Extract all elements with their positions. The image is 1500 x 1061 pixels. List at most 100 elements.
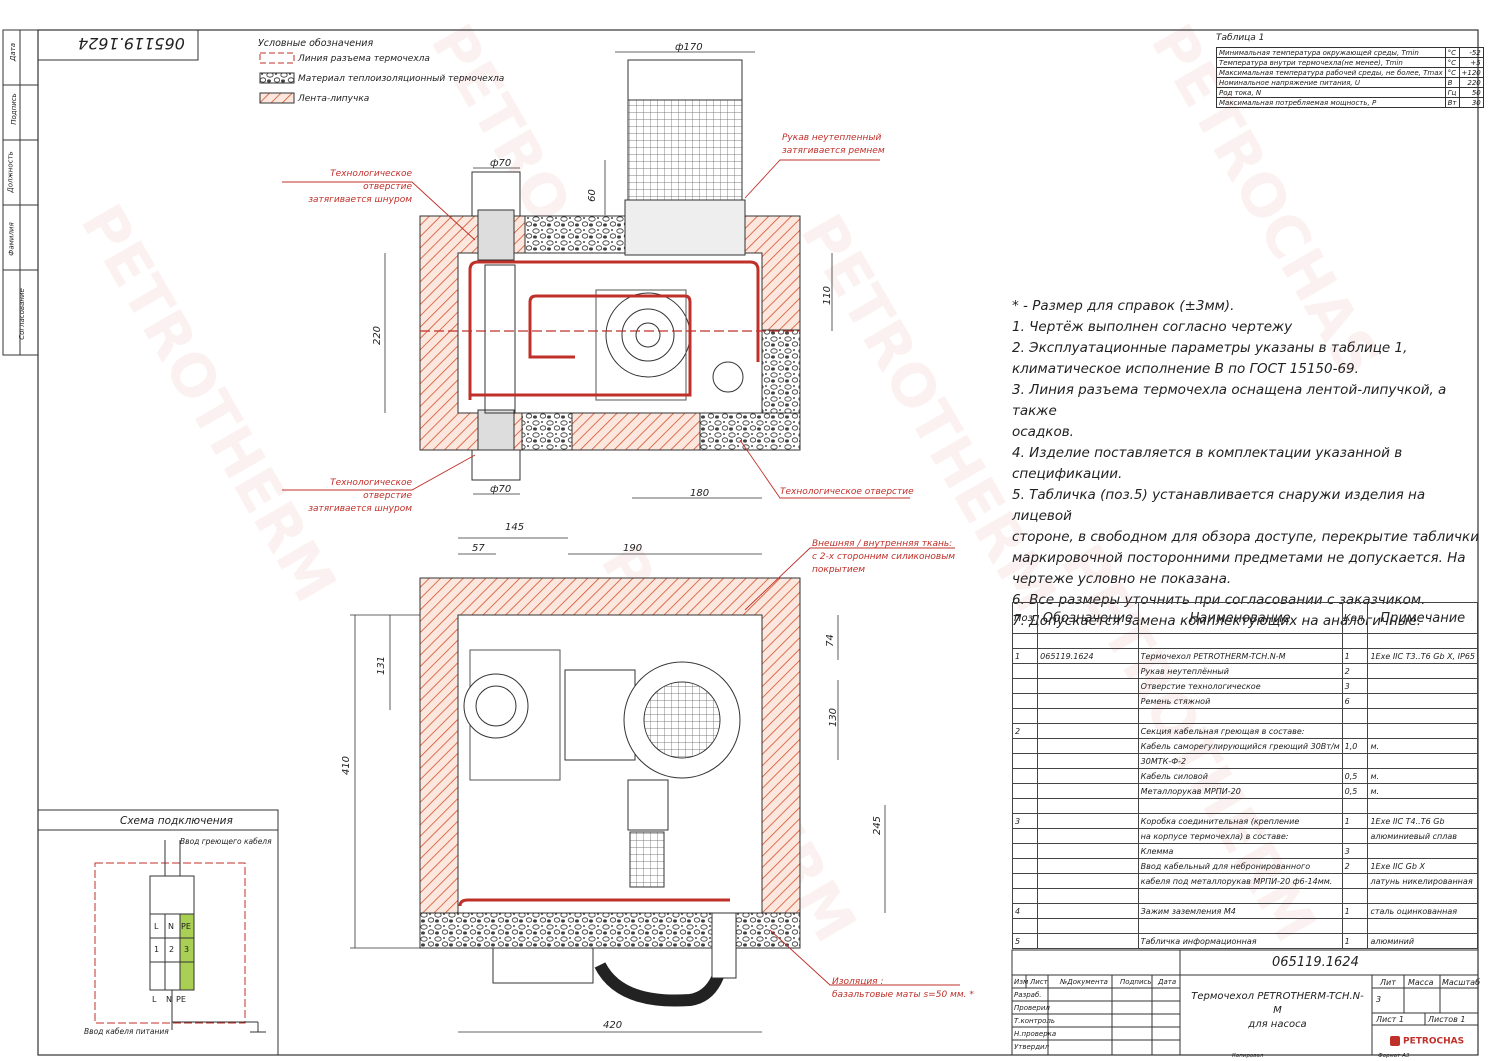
wiring-bottom-l: L bbox=[152, 995, 157, 1004]
spec-cell bbox=[1367, 708, 1478, 724]
spec-cell: Клемма bbox=[1137, 843, 1343, 859]
sheet-frame bbox=[37, 29, 1479, 1056]
dim-131: 131 bbox=[376, 655, 388, 676]
dim-130: 130 bbox=[828, 707, 840, 728]
spec-cell: 1,0 bbox=[1341, 738, 1369, 754]
spec-cell bbox=[1037, 888, 1139, 904]
tb-sheets: Листов 1 bbox=[1428, 1015, 1466, 1024]
callout-tech-hole-3: Технологическое отверстие bbox=[780, 487, 914, 497]
spec-cell bbox=[1367, 753, 1478, 769]
table1-cell: 220 bbox=[1458, 77, 1484, 88]
spec-cell: 1 bbox=[1341, 813, 1369, 829]
strip-surname: Фамилия bbox=[7, 222, 16, 256]
logo-icon bbox=[1390, 1036, 1400, 1046]
table-row: Температура внутри термочехла(не менее),… bbox=[1216, 57, 1484, 68]
spec-cell bbox=[1341, 828, 1369, 844]
tb-col-date: Дата bbox=[1158, 978, 1177, 986]
legend-title: Условные обозначения bbox=[258, 38, 374, 49]
spec-cell: Кабель саморегулирующийся греющий 30Вт/м bbox=[1137, 738, 1343, 754]
legend-velcro: Лента-липучка bbox=[298, 94, 370, 104]
spec-cell bbox=[1011, 633, 1039, 649]
callout-hose-line2: затягивается ремнем bbox=[782, 146, 885, 156]
table1-cell: Температура внутри термочехла(не менее),… bbox=[1216, 57, 1446, 68]
table1-cell: +5 bbox=[1458, 57, 1484, 68]
wiring-top-l: L bbox=[154, 922, 159, 931]
tb-role-checked: Проверил bbox=[1014, 1004, 1050, 1012]
table1-cell: Номинальное напряжение питания, U bbox=[1216, 77, 1446, 88]
table1-cell: °C bbox=[1444, 47, 1460, 58]
spec-cell bbox=[1367, 693, 1478, 709]
spec-cell bbox=[1011, 738, 1039, 754]
spec-cell: Зажим заземления М4 bbox=[1137, 903, 1343, 919]
dim-220: 220 bbox=[372, 325, 384, 346]
title-block-grid bbox=[1011, 949, 1479, 1056]
spec-cell: 2 bbox=[1341, 663, 1369, 679]
spec-cell bbox=[1037, 858, 1139, 874]
spec-cell bbox=[1367, 678, 1478, 694]
table1-cell: Вт bbox=[1444, 97, 1460, 108]
callout-insulation: Изоляция : базальтовые маты s=50 мм. * bbox=[832, 976, 974, 1002]
tb-col-list: Лист bbox=[1030, 978, 1048, 986]
spec-cell: 3 bbox=[1011, 813, 1039, 829]
spec-cell bbox=[1341, 723, 1369, 739]
table1-cell: Гц bbox=[1444, 87, 1460, 98]
dim-145: 145 bbox=[505, 522, 525, 533]
spec-cell: алюминий bbox=[1367, 933, 1478, 949]
callout-tech-hole-1-line1: Технологическое отверстие bbox=[330, 169, 412, 192]
table1-cell: В bbox=[1444, 77, 1460, 88]
strip-approval: Согласование bbox=[17, 288, 26, 340]
spec-cell: 1 bbox=[1341, 903, 1369, 919]
tb-mass: Масса bbox=[1408, 978, 1434, 987]
table-row: Максимальная температура рабочей среды, … bbox=[1216, 67, 1484, 78]
spec-cell bbox=[1367, 843, 1478, 859]
svg-text:PETROTHERM: PETROTHERM bbox=[68, 193, 350, 613]
logo: PETROCHAS bbox=[1390, 1036, 1464, 1047]
spec-cell: 2 bbox=[1341, 858, 1369, 874]
wiring-top-n: N bbox=[168, 922, 174, 931]
spec-cell bbox=[1037, 723, 1139, 739]
product-name-line1: Термочехол PETROTHERM-TCH.N-M bbox=[1191, 991, 1364, 1016]
wiring-mid-3: 3 bbox=[184, 945, 190, 954]
wiring-mid-1: 1 bbox=[154, 945, 160, 954]
callout-hose: Рукав неутепленный затягивается ремнем bbox=[782, 132, 885, 158]
spec-cell bbox=[1037, 918, 1139, 934]
spec-cell bbox=[1341, 888, 1369, 904]
spec-cell bbox=[1011, 888, 1039, 904]
callout-fabric-line2: с 2-х сторонним силиконовым bbox=[812, 552, 956, 562]
spec-cell bbox=[1367, 918, 1478, 934]
spec-cell: м. bbox=[1367, 768, 1478, 784]
spec-cell: м. bbox=[1367, 783, 1478, 799]
table1-cell: °C bbox=[1444, 67, 1460, 78]
spec-cell bbox=[1037, 798, 1139, 814]
table-row bbox=[1011, 633, 1478, 649]
callout-tech-hole-2: Технологическое отверстие затягивается ш… bbox=[282, 477, 412, 516]
spec-cell: сталь оцинкованная bbox=[1367, 903, 1478, 919]
table-row: Кабель саморегулирующийся греющий 30Вт/м… bbox=[1011, 738, 1478, 754]
spec-cell bbox=[1137, 888, 1343, 904]
spec-cell bbox=[1367, 723, 1478, 739]
spec-cell bbox=[1037, 873, 1139, 889]
spec-header-pos: Поз. bbox=[1011, 602, 1039, 634]
note-line: маркировочной посторонними предметами не… bbox=[1012, 550, 1466, 566]
spec-cell bbox=[1037, 828, 1139, 844]
spec-cell: Ремень стяжной bbox=[1137, 693, 1343, 709]
wiring-mid-2: 2 bbox=[169, 945, 175, 954]
spec-cell bbox=[1037, 813, 1139, 829]
spec-cell bbox=[1011, 783, 1039, 799]
callout-tech-hole-2-line2: затягивается шнуром bbox=[308, 504, 412, 514]
tb-role-developer: Разраб. bbox=[1014, 991, 1042, 999]
dim-410: 410 bbox=[341, 755, 353, 776]
note-line: 1. Чертёж выполнен согласно чертежу bbox=[1012, 319, 1293, 335]
spec-cell: Коробка соединительная (крепление bbox=[1137, 813, 1343, 829]
spec-cell bbox=[1011, 753, 1039, 769]
tb-sheet: Лист 1 bbox=[1376, 1015, 1404, 1024]
tb-col-docnum: №Документа bbox=[1060, 978, 1108, 986]
callout-tech-hole-1-line2: затягивается шнуром bbox=[308, 195, 412, 205]
dim-74: 74 bbox=[824, 634, 836, 647]
callout-tech-hole-1: Технологическое отверстие затягивается ш… bbox=[282, 168, 412, 207]
